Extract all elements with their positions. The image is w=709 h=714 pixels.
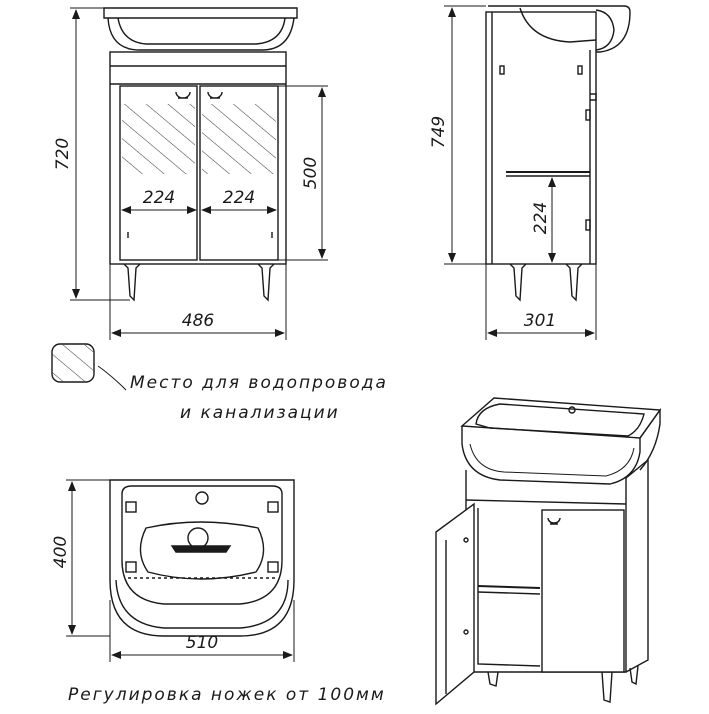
footer-note: Регулировка ножек от 100мм — [68, 685, 386, 705]
front-left-leg — [123, 263, 141, 302]
front-right-leg — [257, 263, 275, 302]
legend-line-2: и канализации — [180, 403, 340, 423]
iso-open-door — [435, 502, 475, 706]
top-basin-bowl — [121, 485, 283, 605]
front-view — [103, 7, 298, 302]
dim-side-height: 749 — [429, 116, 449, 148]
side-cabinet-body — [485, 11, 597, 265]
dim-front-height: 720 — [53, 138, 73, 170]
dim-door-height: 500 — [301, 157, 321, 189]
legend-swatch — [51, 343, 127, 391]
dim-top-depth: 400 — [51, 536, 71, 568]
dim-front-width: 486 — [182, 311, 215, 331]
front-basin-bowl — [107, 17, 295, 51]
dim-top-width: 510 — [186, 633, 218, 653]
right-door-hatch — [202, 104, 276, 174]
front-cabinet-body — [109, 51, 287, 265]
dim-side-depth: 301 — [524, 311, 556, 331]
right-handle-icon — [207, 91, 223, 99]
front-left-door — [119, 85, 198, 261]
side-right-leg — [565, 263, 583, 302]
front-basin-rim — [103, 7, 298, 19]
side-dimensions — [444, 5, 597, 340]
front-dimensions — [70, 7, 328, 340]
dim-shelf-height: 224 — [531, 202, 551, 234]
side-view — [485, 5, 631, 302]
iso-handle-icon — [547, 517, 561, 525]
legend-line-1: Место для водопровода — [130, 373, 388, 393]
side-basin-profile — [488, 5, 631, 53]
side-left-leg — [509, 263, 527, 302]
isometric-view — [435, 397, 662, 706]
front-right-door — [199, 85, 279, 261]
drain-icon — [195, 491, 209, 505]
left-handle-icon — [175, 91, 191, 99]
top-dimensions — [66, 479, 295, 662]
dim-left-door-width: 224 — [143, 188, 175, 208]
top-view — [109, 479, 295, 637]
dim-right-door-width: 224 — [223, 188, 255, 208]
top-basin-outline — [109, 479, 295, 637]
left-door-hatch — [122, 104, 195, 174]
iso-closed-door — [541, 509, 625, 673]
